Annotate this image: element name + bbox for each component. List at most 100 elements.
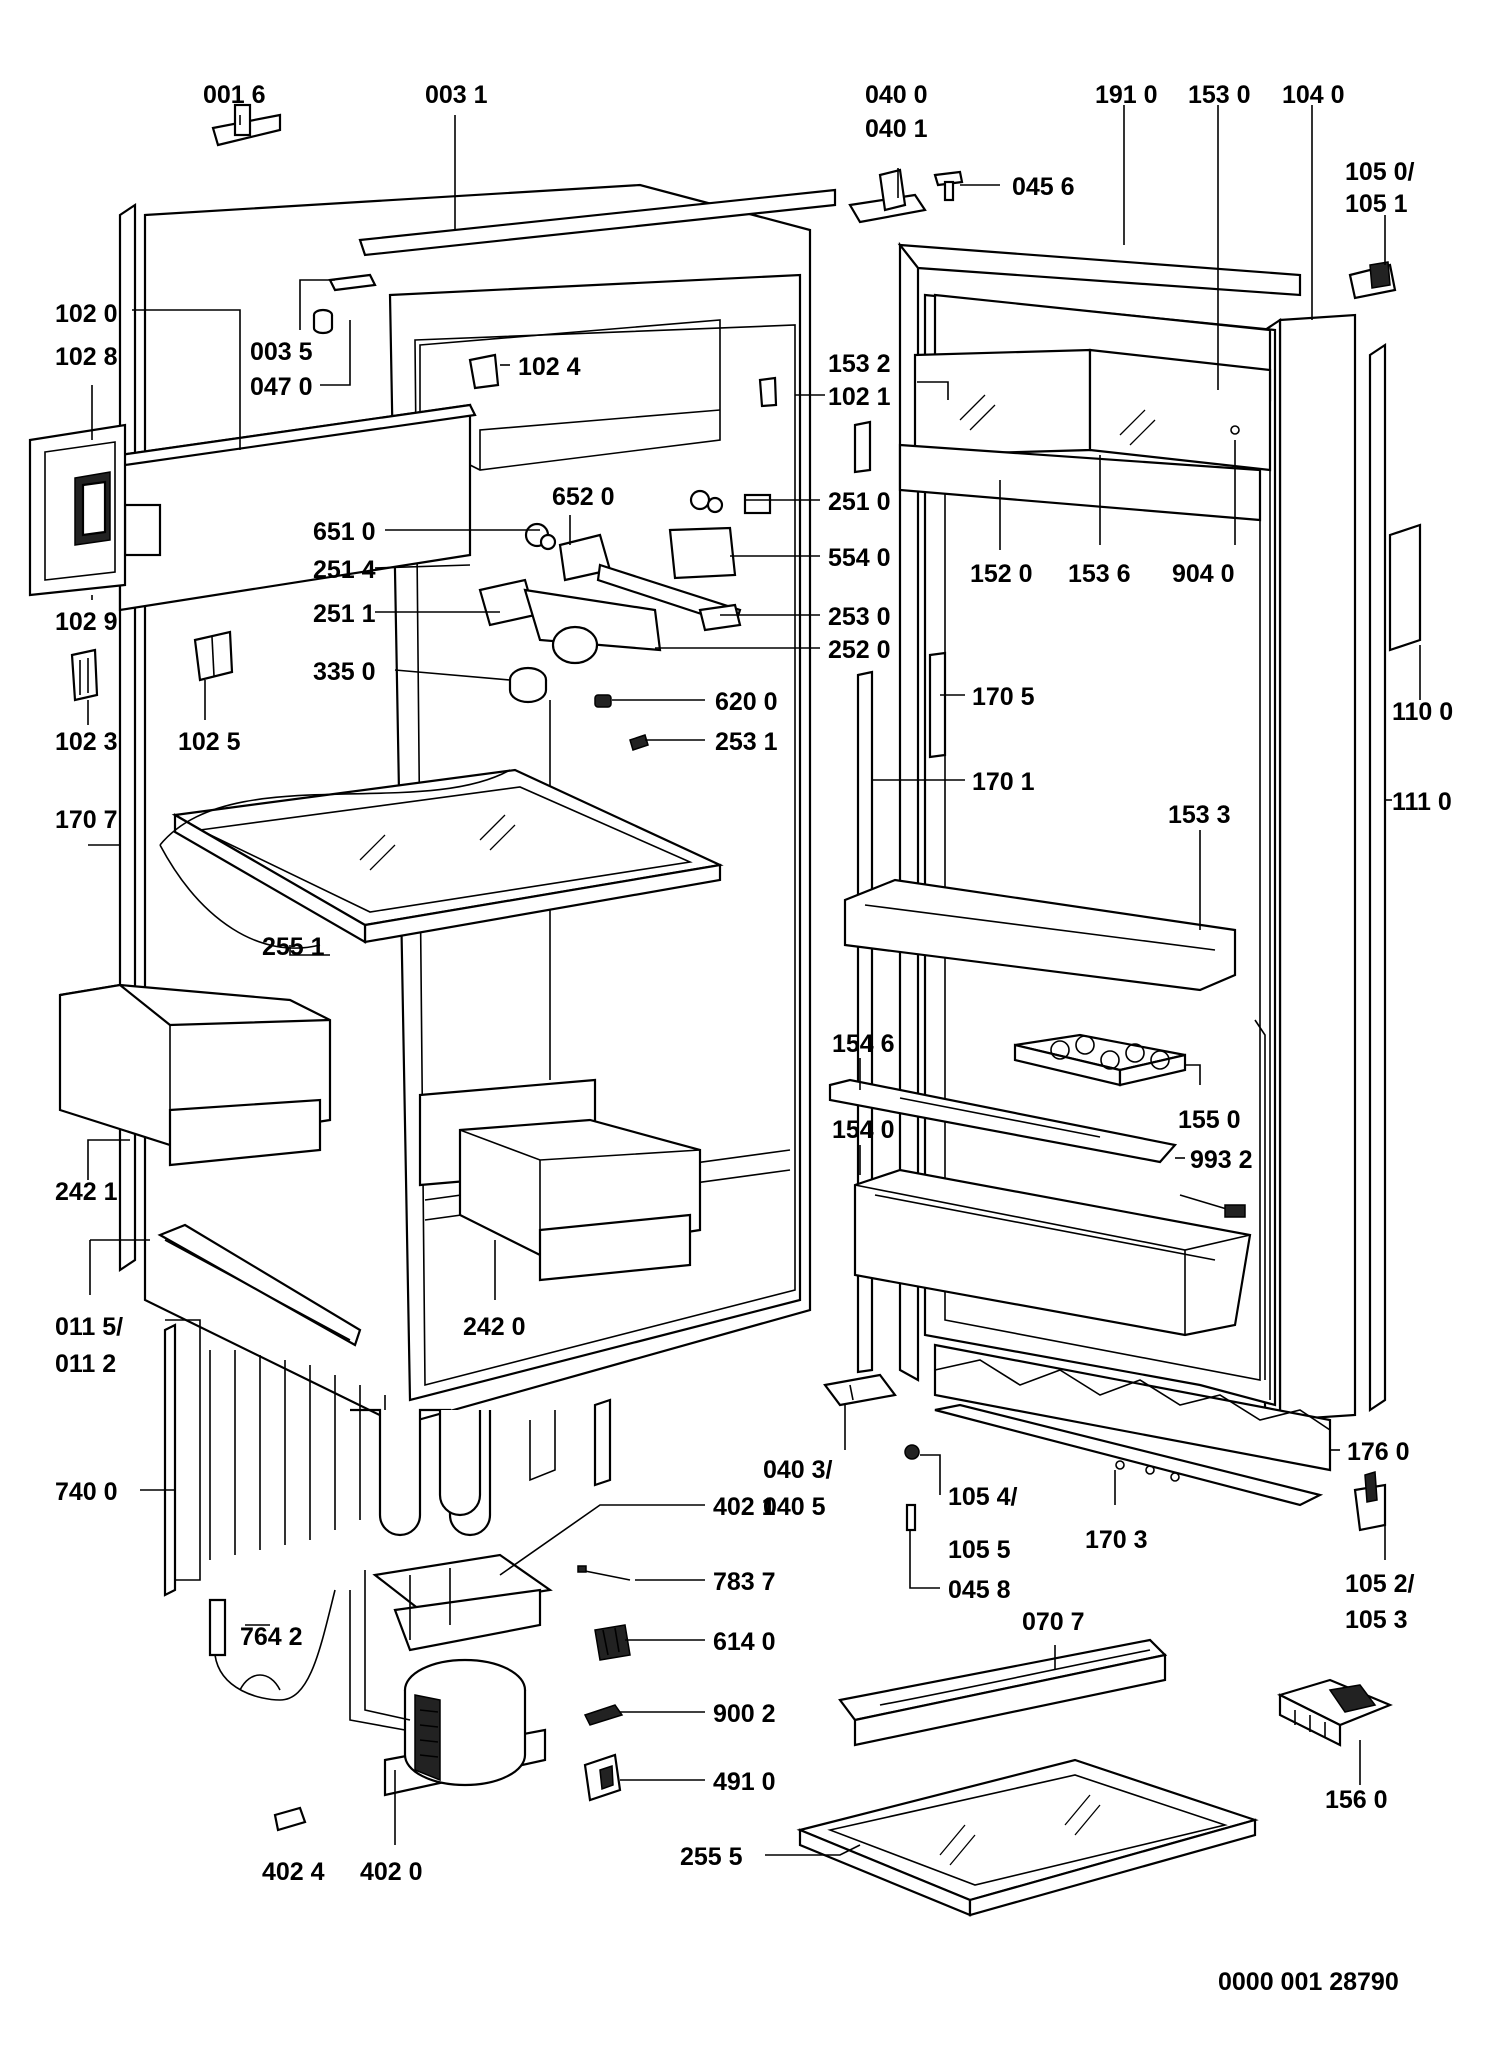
door-shelf-1540 bbox=[853, 1168, 1252, 1337]
clip-4024 bbox=[273, 1806, 307, 1832]
label-1705: 170 5 bbox=[972, 683, 1035, 711]
label-2520: 252 0 bbox=[828, 636, 891, 664]
dairy-compartment bbox=[898, 293, 1272, 522]
pin-0456 bbox=[933, 170, 964, 202]
label-2555: 255 5 bbox=[680, 1843, 743, 1871]
hinge-1052 bbox=[1353, 1471, 1387, 1532]
label-1053: 105 3 bbox=[1345, 1606, 1408, 1634]
label-1029: 102 9 bbox=[55, 608, 118, 636]
freezer-door-flap bbox=[28, 403, 477, 612]
label-1701: 170 1 bbox=[972, 768, 1035, 796]
label-1540: 154 0 bbox=[832, 1116, 895, 1144]
label-1021: 102 1 bbox=[828, 383, 891, 411]
pin-1054 bbox=[904, 1444, 920, 1460]
label-1051: 105 1 bbox=[1345, 190, 1408, 218]
leader-lines bbox=[87, 105, 1421, 1856]
label-6140: 614 0 bbox=[713, 1628, 776, 1656]
label-1707: 170 7 bbox=[55, 806, 118, 834]
label-1533: 153 3 bbox=[1168, 801, 1231, 829]
label-1052: 105 2/ bbox=[1345, 1570, 1415, 1598]
label-7642: 764 2 bbox=[240, 1623, 303, 1651]
protector-9002 bbox=[583, 1704, 624, 1726]
thermometer-9932 bbox=[1179, 1194, 1246, 1218]
door-bin-2421 bbox=[58, 983, 332, 1167]
pin-0458 bbox=[905, 1503, 917, 1532]
label-1024: 102 4 bbox=[518, 353, 581, 381]
label-3350: 335 0 bbox=[313, 658, 376, 686]
label-2514: 251 4 bbox=[313, 556, 376, 584]
label-2510: 251 0 bbox=[828, 488, 891, 516]
label-9002: 900 2 bbox=[713, 1700, 776, 1728]
label-4020: 402 0 bbox=[360, 1858, 423, 1886]
label-2511: 251 1 bbox=[313, 600, 376, 628]
label-1530: 153 0 bbox=[1188, 81, 1251, 109]
label-2531: 253 1 bbox=[715, 728, 778, 756]
clip-1021 bbox=[758, 376, 778, 408]
label-1100: 110 0 bbox=[1392, 698, 1453, 726]
compressor bbox=[349, 1570, 547, 1797]
label-6510: 651 0 bbox=[313, 518, 376, 546]
label-0031: 003 1 bbox=[425, 81, 488, 109]
label-1025: 102 5 bbox=[178, 728, 241, 756]
label-7837: 783 7 bbox=[713, 1568, 776, 1596]
label-2530: 253 0 bbox=[828, 603, 891, 631]
label-4024: 402 4 bbox=[262, 1858, 325, 1886]
label-0707: 070 7 bbox=[1022, 1608, 1085, 1636]
kick-strip bbox=[933, 1343, 1332, 1472]
label-4021: 402 1 bbox=[713, 1493, 776, 1521]
rail-1703 bbox=[934, 1403, 1324, 1507]
label-2551: 255 1 bbox=[262, 933, 325, 961]
label-0458: 045 8 bbox=[948, 1576, 1011, 1604]
wire-7837 bbox=[577, 1565, 631, 1581]
label-1532: 153 2 bbox=[828, 350, 891, 378]
label-1055: 105 5 bbox=[948, 1536, 1011, 1564]
label-0035: 003 5 bbox=[250, 338, 313, 366]
label-1023: 102 3 bbox=[55, 728, 118, 756]
label-2420: 242 0 bbox=[463, 1313, 526, 1341]
label-1910: 191 0 bbox=[1095, 81, 1158, 109]
support-rail bbox=[157, 1223, 362, 1347]
label-6520: 652 0 bbox=[552, 483, 615, 511]
label-1020: 102 0 bbox=[55, 300, 118, 328]
label-0401: 040 1 bbox=[865, 115, 928, 143]
label-1560: 156 0 bbox=[1325, 1786, 1388, 1814]
crisper-2420 bbox=[418, 1078, 702, 1282]
part-labels: 001 6 003 1 003 5 047 0 102 0 102 8 102 … bbox=[55, 81, 1453, 1996]
drawing-number: 0000 001 28790 bbox=[1218, 1968, 1399, 1996]
egg-tray bbox=[1013, 1033, 1187, 1087]
door-panel bbox=[853, 241, 1422, 1423]
cover-4910 bbox=[583, 1753, 622, 1802]
label-9040: 904 0 bbox=[1172, 560, 1235, 588]
label-6200: 620 0 bbox=[715, 688, 778, 716]
label-1050: 105 0/ bbox=[1345, 158, 1415, 186]
label-4910: 491 0 bbox=[713, 1768, 776, 1796]
switch-1560 bbox=[1277, 1678, 1393, 1747]
label-1520: 152 0 bbox=[970, 560, 1033, 588]
label-1054: 105 4/ bbox=[948, 1483, 1018, 1511]
bracket-0035 bbox=[328, 273, 377, 292]
label-0400: 040 0 bbox=[865, 81, 928, 109]
bracket-1025 bbox=[193, 630, 234, 682]
label-1536: 153 6 bbox=[1068, 560, 1131, 588]
bottom-cover-0707 bbox=[838, 1638, 1168, 1747]
label-1546: 154 6 bbox=[832, 1030, 895, 1058]
capillary-dryer bbox=[208, 1589, 336, 1701]
label-1550: 155 0 bbox=[1178, 1106, 1241, 1134]
clip-1024 bbox=[468, 353, 500, 390]
light-thermostat-assembly bbox=[478, 489, 772, 751]
label-1703: 170 3 bbox=[1085, 1526, 1148, 1554]
label-0403: 040 3/ bbox=[763, 1456, 833, 1484]
hinge-0403 bbox=[823, 1373, 897, 1407]
lower-glass-shelf bbox=[796, 1758, 1259, 1917]
label-5540: 554 0 bbox=[828, 544, 891, 572]
label-0405: 040 5 bbox=[763, 1493, 826, 1521]
label-1760: 176 0 bbox=[1347, 1438, 1410, 1466]
hinge-part-0016 bbox=[211, 103, 282, 147]
label-2421: 242 1 bbox=[55, 1178, 118, 1206]
condenser-coil bbox=[163, 1319, 612, 1597]
label-0115: 011 5/ bbox=[55, 1313, 123, 1341]
door-shelf-1533 bbox=[843, 878, 1237, 992]
hinge-1050 bbox=[1348, 261, 1397, 300]
bottle-retainer bbox=[828, 1078, 1178, 1164]
